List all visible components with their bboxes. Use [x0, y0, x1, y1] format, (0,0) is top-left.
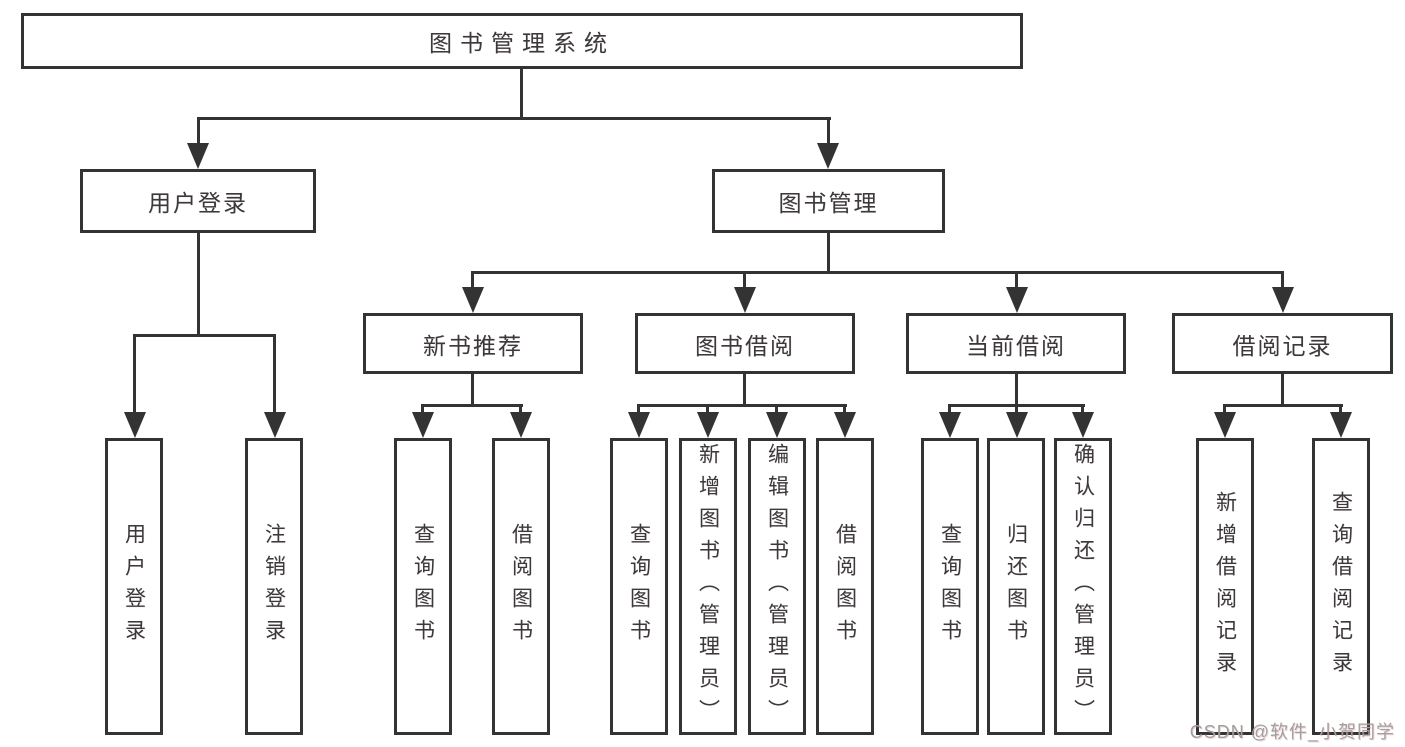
arrow-down-icon	[187, 143, 209, 169]
arrow-down-icon	[124, 412, 146, 438]
leaf-return-book: 归还图书	[987, 438, 1045, 735]
leaf-add-borrow-record: 新增借阅记录	[1196, 438, 1254, 735]
connector-line	[743, 273, 746, 289]
connector-line	[471, 271, 1284, 274]
connector-line	[197, 233, 200, 337]
connector-line	[637, 406, 640, 414]
node-label: 查询图书	[411, 522, 435, 651]
node-current-borrow: 当前借阅	[906, 313, 1126, 374]
connector-line	[743, 374, 746, 406]
connector-line	[1281, 374, 1284, 406]
connector-line	[471, 273, 474, 289]
node-label: 借阅记录	[1232, 332, 1333, 359]
connector-line	[1015, 273, 1018, 289]
node-label: 查询图书	[938, 522, 962, 651]
arrow-down-icon	[697, 412, 719, 438]
arrow-down-icon	[1072, 412, 1094, 438]
node-new-book-recommend: 新书推荐	[363, 313, 583, 374]
arrow-down-icon	[1272, 287, 1294, 313]
node-label: 注销登录	[262, 522, 286, 651]
arrow-down-icon	[510, 412, 532, 438]
node-label: 借阅图书	[509, 522, 533, 651]
connector-line	[421, 404, 523, 407]
node-label: 新增图书（管理员）	[696, 442, 720, 731]
leaf-query-book-borrow: 查询图书	[610, 438, 668, 735]
arrow-down-icon	[1006, 287, 1028, 313]
node-label: 图书管理系统	[429, 30, 615, 56]
node-label: 新增借阅记录	[1213, 490, 1237, 683]
node-label: 用户登录	[122, 522, 146, 651]
node-user-login: 用户登录	[80, 169, 316, 233]
node-label: 查询图书	[627, 522, 651, 651]
node-book-management: 图书管理	[712, 169, 945, 233]
leaf-confirm-return-admin: 确认归还（管理员）	[1054, 438, 1112, 735]
csdn-watermark: CSDN @软件_小贺同学	[1189, 722, 1395, 742]
node-borrow-record: 借阅记录	[1172, 313, 1393, 374]
arrow-down-icon	[462, 287, 484, 313]
connector-line	[1281, 273, 1284, 289]
arrow-down-icon	[834, 412, 856, 438]
connector-line	[421, 406, 424, 414]
connector-line	[471, 374, 474, 406]
node-label: 编辑图书（管理员）	[765, 442, 789, 731]
leaf-query-book-current: 查询图书	[921, 438, 979, 735]
connector-line	[775, 406, 778, 414]
arrow-down-icon	[264, 412, 286, 438]
connector-line	[1339, 406, 1342, 414]
connector-line	[948, 404, 1085, 407]
node-label: 用户登录	[148, 190, 248, 216]
connector-line	[948, 406, 951, 414]
connector-line	[197, 117, 831, 120]
arrow-down-icon	[939, 412, 961, 438]
leaf-borrow-book: 借阅图书	[816, 438, 874, 735]
arrow-down-icon	[766, 412, 788, 438]
connector-line	[133, 334, 276, 337]
connector-line	[827, 233, 830, 273]
connector-line	[843, 406, 846, 414]
node-label: 借阅图书	[833, 522, 857, 651]
node-label: 归还图书	[1004, 522, 1028, 651]
node-label: 图书管理	[778, 190, 879, 216]
node-label: 新书推荐	[423, 332, 523, 359]
leaf-logout: 注销登录	[245, 438, 303, 735]
node-label: 图书借阅	[695, 332, 795, 359]
leaf-query-book-recommend: 查询图书	[394, 438, 452, 735]
arrow-down-icon	[1214, 412, 1236, 438]
arrow-down-icon	[412, 412, 434, 438]
leaf-add-book-admin: 新增图书（管理员）	[679, 438, 737, 735]
connector-line	[519, 406, 522, 414]
arrow-down-icon	[1006, 412, 1028, 438]
leaf-borrow-book-recommend: 借阅图书	[492, 438, 550, 735]
arrow-down-icon	[734, 287, 756, 313]
arrow-down-icon	[628, 412, 650, 438]
node-library-management-system: 图书管理系统	[21, 13, 1023, 69]
connector-line	[827, 119, 830, 145]
connector-line	[133, 336, 136, 412]
node-book-borrow: 图书借阅	[635, 313, 855, 374]
connector-line	[1015, 406, 1018, 414]
connector-line	[1223, 406, 1226, 414]
arrow-down-icon	[1330, 412, 1352, 438]
leaf-query-borrow-record: 查询借阅记录	[1312, 438, 1370, 735]
leaf-edit-book-admin: 编辑图书（管理员）	[748, 438, 806, 735]
connector-line	[637, 404, 847, 407]
connector-line	[273, 336, 276, 412]
connector-line	[197, 119, 200, 145]
node-label: 确认归还（管理员）	[1071, 442, 1095, 731]
connector-line	[1081, 406, 1084, 414]
connector-line	[1223, 404, 1343, 407]
node-label: 当前借阅	[966, 332, 1066, 359]
connector-line	[1015, 374, 1018, 406]
connector-line	[706, 406, 709, 414]
connector-line	[520, 69, 523, 119]
node-label: 查询借阅记录	[1329, 490, 1353, 683]
leaf-user-login: 用户登录	[105, 438, 163, 735]
arrow-down-icon	[817, 143, 839, 169]
